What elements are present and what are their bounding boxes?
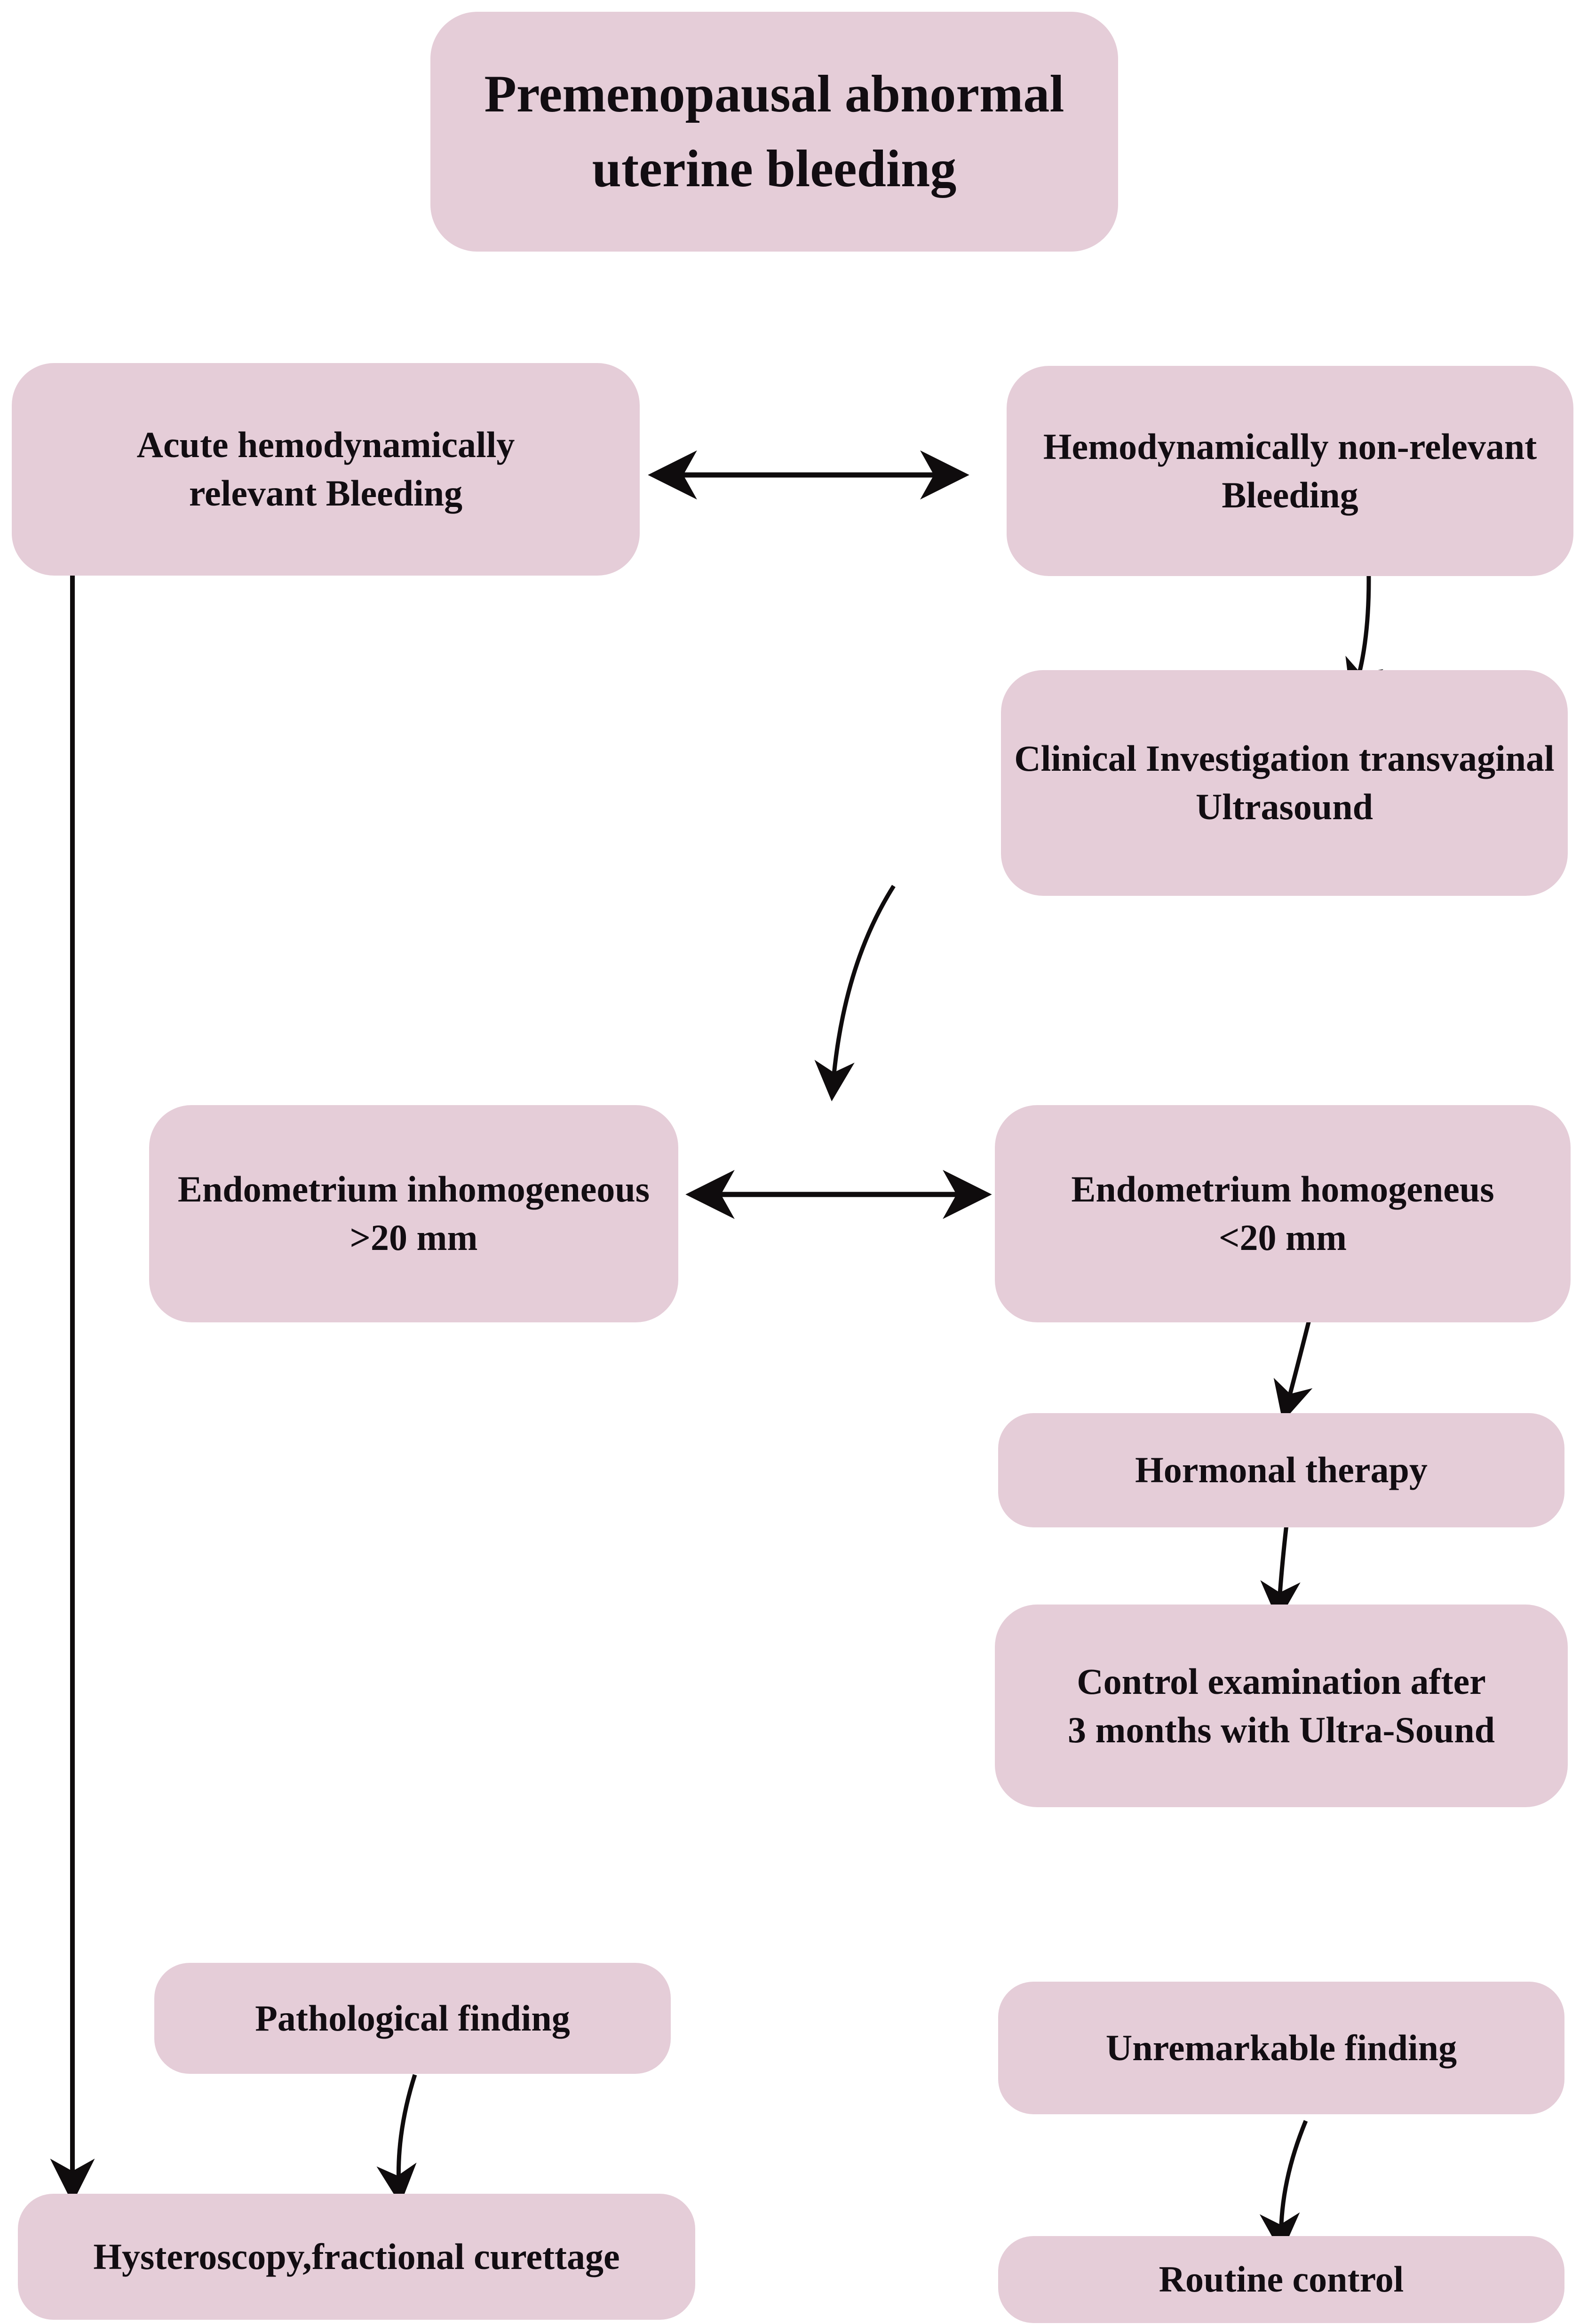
node-hysteroscopy-fractional-curettage: Hysteroscopy,fractional curettage: [18, 2194, 695, 2320]
arrow-pathological-hysteroscopy: [376, 2074, 417, 2205]
node-endometrium-inhomogeneous: Endometrium inhomogeneous >20 mm: [149, 1105, 678, 1322]
arrow-hormonal-control: [1260, 1516, 1301, 1621]
node-endometrium-homogeneus: Endometrium homogeneus <20 mm: [995, 1105, 1571, 1322]
arrow-unremarkable-routine: [1259, 2120, 1308, 2253]
node-pathological-finding: Pathological finding: [154, 1963, 671, 2074]
node-routine-control: Routine control: [998, 2236, 1564, 2323]
node-acute-hemodynamically-relevant-bleeding: Acute hemodynamically relevant Bleeding: [12, 363, 640, 576]
node-unremarkable-finding: Unremarkable finding: [998, 1982, 1564, 2114]
node-clinical-investigation-transvaginal-ultrasound: Clinical Investigation transvaginal Ultr…: [1001, 670, 1568, 896]
arrow-clinical-endometrium: [814, 885, 896, 1101]
node-hormonal-therapy: Hormonal therapy: [998, 1413, 1564, 1527]
node-title-premenopausal-abnormal-uterine-bleeding: Premenopausal abnormal uterine bleeding: [430, 12, 1118, 252]
node-control-examination-3-months-ultrasound: Control examination after 3 months with …: [995, 1605, 1568, 1807]
node-hemodynamically-non-relevant-bleeding: Hemodynamically non-relevant Bleeding: [1007, 366, 1573, 576]
